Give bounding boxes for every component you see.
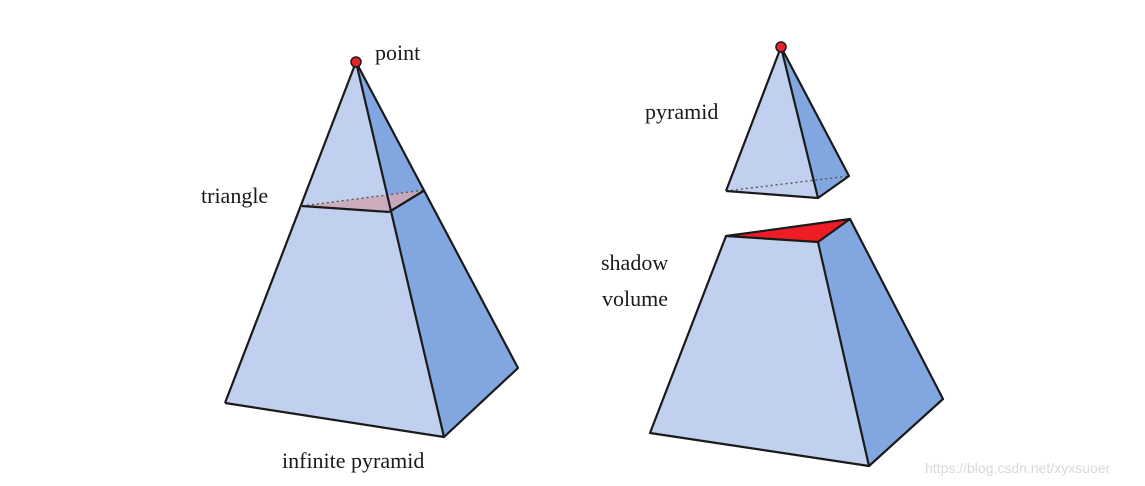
infinite-pyramid-side-face <box>356 62 518 437</box>
pyramid-outline <box>724 45 851 200</box>
watermark-url: https://blog.csdn.net/xyxsuoer <box>925 460 1111 476</box>
triangle-side-edge <box>388 189 426 213</box>
label-shadow: shadow <box>601 250 669 275</box>
triangle-cross-section <box>302 190 425 212</box>
infinite-pyramid-front-edge <box>354 61 446 438</box>
shadow-volume-side-face <box>818 219 943 466</box>
pyramid-hidden-edge <box>725 175 850 192</box>
pyramid-figure <box>724 41 851 200</box>
pyramid-side-face <box>781 47 849 198</box>
pyramid-front-edge <box>779 46 820 199</box>
infinite-pyramid-front-face <box>225 62 444 437</box>
label-volume: volume <box>602 286 668 311</box>
pyramid-front-face <box>726 47 818 198</box>
shadow-volume-figure <box>648 217 945 468</box>
triangle-front-edge <box>301 204 390 214</box>
pyramid-apex-marker <box>775 41 787 53</box>
shadow-triangle <box>724 217 852 244</box>
triangle-hidden-edge <box>301 189 426 207</box>
label-point: point <box>375 40 421 65</box>
infinite-pyramid-outline <box>223 60 520 439</box>
label-pyramid: pyramid <box>645 99 719 124</box>
label-infinite-pyramid: infinite pyramid <box>282 448 425 473</box>
label-triangle: triangle <box>201 183 269 208</box>
infinite-pyramid-figure <box>223 56 520 439</box>
shadow-volume-front-edge <box>816 241 871 467</box>
light-point-marker <box>350 56 362 68</box>
